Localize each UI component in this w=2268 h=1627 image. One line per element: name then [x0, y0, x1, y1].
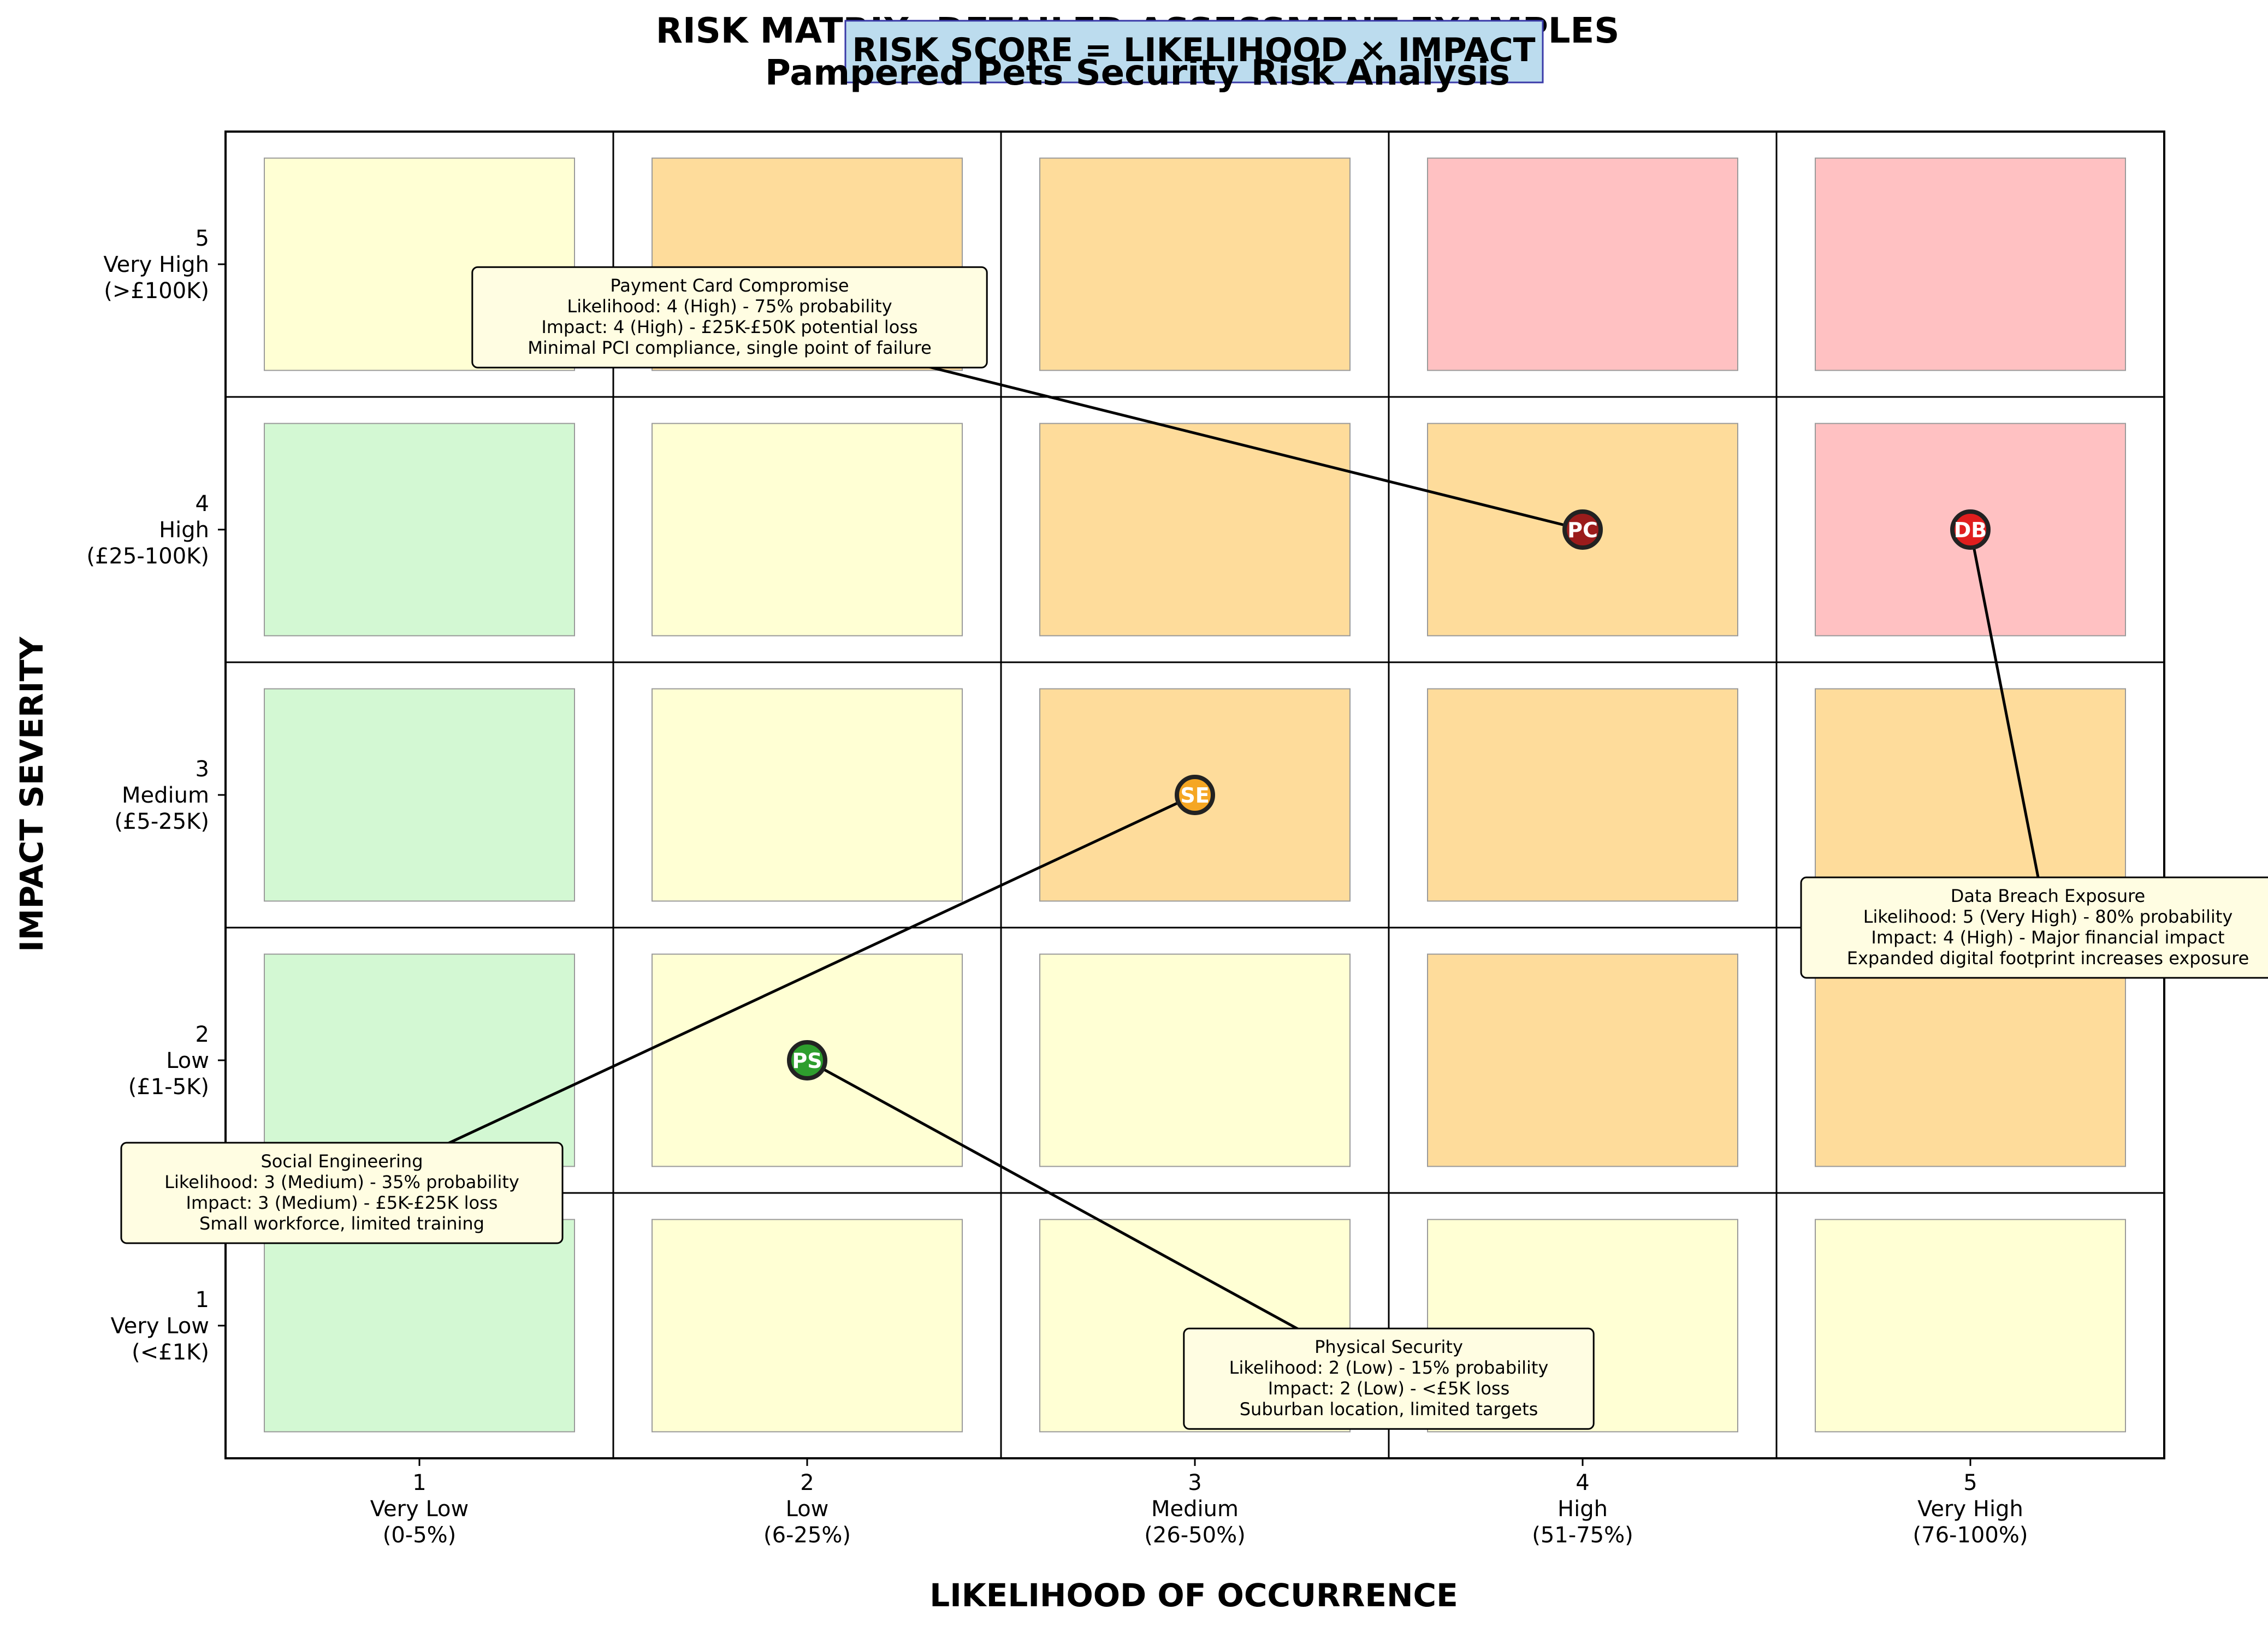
- y-tick-label: 3: [196, 757, 209, 782]
- annotation-text: Payment Card Compromise: [610, 275, 849, 296]
- annotation-text: Impact: 4 (High) - Major financial impac…: [1871, 927, 2224, 948]
- risk-cell-L2-I4: [652, 423, 963, 637]
- x-tick-label: Very High: [1917, 1497, 2023, 1522]
- risk-marker-code: PS: [792, 1049, 822, 1073]
- risk-cell-L5-I5: [1815, 157, 2126, 371]
- annotation-box-pc: [471, 266, 988, 369]
- risk-marker-pc: [1562, 509, 1603, 550]
- annotation-text: Likelihood: 3 (Medium) - 35% probability: [164, 1172, 519, 1192]
- x-tick-label: 1: [412, 1470, 426, 1495]
- annotation-text: Impact: 2 (Low) - <£5K loss: [1268, 1378, 1510, 1399]
- annotation-text: Minimal PCI compliance, single point of …: [528, 337, 932, 358]
- risk-cell-L4-I5: [1427, 157, 1738, 371]
- annotation-text: Likelihood: 2 (Low) - 15% probability: [1229, 1357, 1549, 1378]
- annotation-text: Impact: 3 (Medium) - £5K-£25K loss: [186, 1192, 498, 1213]
- y-tick-label: Very High: [103, 252, 209, 277]
- annotation-text: Data Breach Exposure: [1951, 886, 2145, 906]
- annotation-text: Small workforce, limited training: [199, 1213, 484, 1234]
- risk-cell-L5-I3: [1815, 688, 2126, 902]
- annotation-text: Expanded digital footprint increases exp…: [1847, 948, 2249, 969]
- annotation-box-db: [1800, 876, 2268, 979]
- y-tick-label: (>£100K): [104, 278, 209, 304]
- x-tick-label: 5: [1963, 1470, 1977, 1495]
- leader-line-se: [341, 793, 1196, 1195]
- y-tick-label: Very Low: [111, 1314, 209, 1339]
- risk-cell-L1-I3: [264, 688, 575, 902]
- y-tick-label: (£1-5K): [128, 1074, 209, 1100]
- risk-cell-L4-I3: [1427, 688, 1738, 902]
- annotation-text: Likelihood: 5 (Very High) - 80% probabil…: [1863, 906, 2233, 927]
- y-tick-label: 4: [196, 491, 209, 516]
- annotation-text: Suburban location, limited targets: [1240, 1399, 1538, 1420]
- x-tick-label: 3: [1188, 1470, 1201, 1495]
- annotation-box-ps: [1183, 1327, 1595, 1430]
- x-tick-label: (6-25%): [763, 1523, 851, 1548]
- risk-cell-L5-I1: [1815, 1219, 2126, 1433]
- risk-marker-code: DB: [1954, 518, 1987, 542]
- y-tick-label: 1: [196, 1287, 209, 1313]
- risk-marker-code: SE: [1180, 783, 1209, 807]
- x-tick-label: Medium: [1151, 1497, 1239, 1522]
- leader-line-ps: [806, 1059, 1390, 1380]
- y-tick-label: (£25-100K): [86, 544, 209, 569]
- x-tick-label: High: [1558, 1497, 1608, 1522]
- y-tick-label: High: [159, 518, 209, 543]
- risk-cell-L3-I2: [1039, 953, 1351, 1167]
- y-tick-label: Medium: [122, 783, 209, 808]
- risk-cell-L2-I1: [652, 1219, 963, 1433]
- y-tick-label: (£5-25K): [114, 809, 209, 834]
- x-tick-label: (51-75%): [1532, 1523, 1633, 1548]
- risk-marker-ps: [787, 1040, 827, 1080]
- risk-marker-se: [1175, 775, 1215, 815]
- formula-box: [844, 20, 1544, 84]
- leader-line-db: [1969, 529, 2050, 928]
- risk-markers: PC DB SE PS: [787, 509, 1991, 1080]
- risk-cell-L1-I1: [264, 1219, 575, 1433]
- risk-marker-db: [1950, 509, 1991, 550]
- y-tick-label: Low: [166, 1048, 209, 1073]
- y-tick-label: 2: [196, 1022, 209, 1047]
- risk-cell-L2-I3: [652, 688, 963, 902]
- x-tick-label: 2: [800, 1470, 814, 1495]
- x-axis-label: LIKELIHOOD OF OCCURRENCE: [929, 1577, 1458, 1614]
- risk-cell-L1-I4: [264, 423, 575, 637]
- x-tick-label: (76-100%): [1913, 1523, 2028, 1548]
- annotation-text: Impact: 4 (High) - £25K-£50K potential l…: [541, 317, 917, 337]
- risk-cell-L4-I2: [1427, 953, 1738, 1167]
- annotation-text: Likelihood: 4 (High) - 75% probability: [567, 296, 892, 317]
- y-tick-label: 5: [196, 226, 209, 251]
- risk-cell-L3-I4: [1039, 423, 1351, 637]
- risk-cell-L1-I2: [264, 953, 575, 1167]
- formula-box-text: RISK SCORE = LIKELIHOOD × IMPACT: [852, 31, 1535, 69]
- annotation-text: Physical Security: [1314, 1337, 1463, 1357]
- risk-cell-L3-I5: [1039, 157, 1351, 371]
- y-axis-label: IMPACT SEVERITY: [13, 636, 50, 952]
- chart-title-line2: Pampered Pets Security Risk Analysis: [765, 53, 1510, 93]
- annotation-text: Social Engineering: [260, 1151, 423, 1172]
- y-tick-label: (<£1K): [132, 1340, 209, 1365]
- annotation-box-se: [120, 1142, 564, 1244]
- risk-marker-code: PC: [1567, 518, 1598, 542]
- x-tick-label: Very Low: [370, 1497, 469, 1522]
- risk-cell-L5-I2: [1815, 953, 2126, 1167]
- x-tick-label: (0-5%): [383, 1523, 457, 1548]
- x-tick-label: (26-50%): [1144, 1523, 1245, 1548]
- x-tick-label: 4: [1576, 1470, 1589, 1495]
- x-tick-label: Low: [786, 1497, 829, 1522]
